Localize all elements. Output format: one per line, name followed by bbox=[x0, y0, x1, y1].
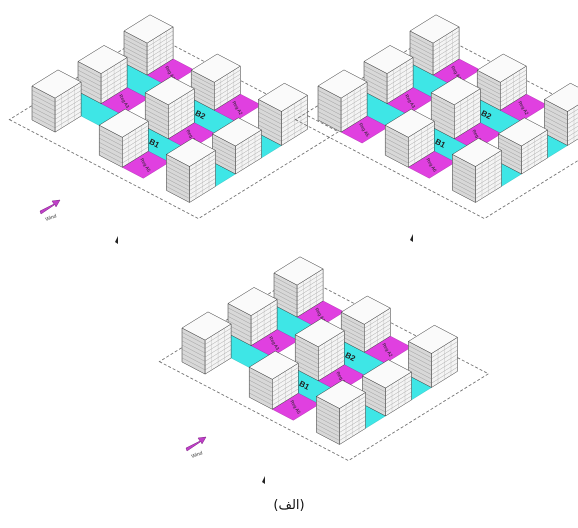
wind-arrow-icon bbox=[40, 200, 60, 214]
figure-caption: (الف) bbox=[0, 498, 578, 513]
building bbox=[258, 83, 307, 145]
wind-indicator: Wind bbox=[186, 437, 206, 460]
building bbox=[32, 70, 81, 132]
wind-indicator: Wind bbox=[40, 200, 60, 223]
wind-label: Wind bbox=[45, 213, 58, 223]
building bbox=[182, 312, 231, 374]
building bbox=[408, 325, 457, 387]
north-marker-icon bbox=[410, 234, 413, 242]
north-marker-icon bbox=[262, 476, 265, 484]
wind-arrow-icon bbox=[186, 437, 206, 451]
wind-label: Wind bbox=[191, 450, 204, 460]
north-marker-icon bbox=[115, 236, 118, 244]
